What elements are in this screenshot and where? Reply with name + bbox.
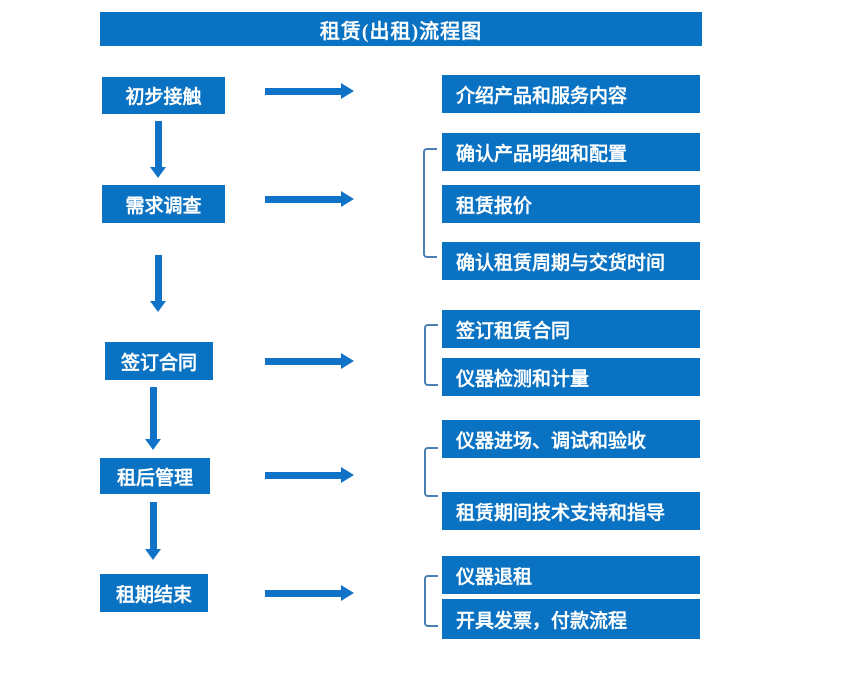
output-confirm-product-details: 确认产品明细和配置 [442,133,700,171]
output-rental-quotation: 租赁报价 [442,185,700,223]
down-arrow-3-icon [145,387,161,450]
step-lease-end: 租期结束 [100,574,208,612]
output-introduce-products-services: 介绍产品和服务内容 [442,75,700,113]
output-confirm-rental-period-delivery: 确认租赁周期与交货时间 [442,242,700,280]
group-bracket-needs-survey [423,148,437,258]
output-rental-tech-support: 租赁期间技术支持和指导 [442,492,700,530]
step-contract-signing: 签订合同 [105,342,213,380]
down-arrow-1-icon [150,121,166,178]
group-bracket-contract [424,324,438,386]
down-arrow-4-icon [145,502,161,560]
output-instrument-return: 仪器退租 [442,556,700,594]
group-bracket-lease-end [424,575,438,627]
output-instrument-delivery-acceptance: 仪器进场、调试和验收 [442,420,700,458]
right-arrow-1-icon [265,83,354,99]
right-arrow-4-icon [265,467,354,483]
group-bracket-post-rental [424,447,438,497]
flowchart-title: 租赁(出租)流程图 [100,12,702,46]
output-invoice-payment-process: 开具发票，付款流程 [442,599,700,639]
output-sign-rental-contract: 签订租赁合同 [442,310,700,348]
step-needs-survey: 需求调查 [102,185,225,223]
right-arrow-3-icon [265,353,354,369]
right-arrow-5-icon [265,585,354,601]
step-post-rental-management: 租后管理 [100,458,210,494]
output-instrument-testing-metering: 仪器检测和计量 [442,358,700,396]
step-initial-contact: 初步接触 [102,77,225,114]
down-arrow-2-icon [150,255,166,312]
right-arrow-2-icon [265,191,354,207]
